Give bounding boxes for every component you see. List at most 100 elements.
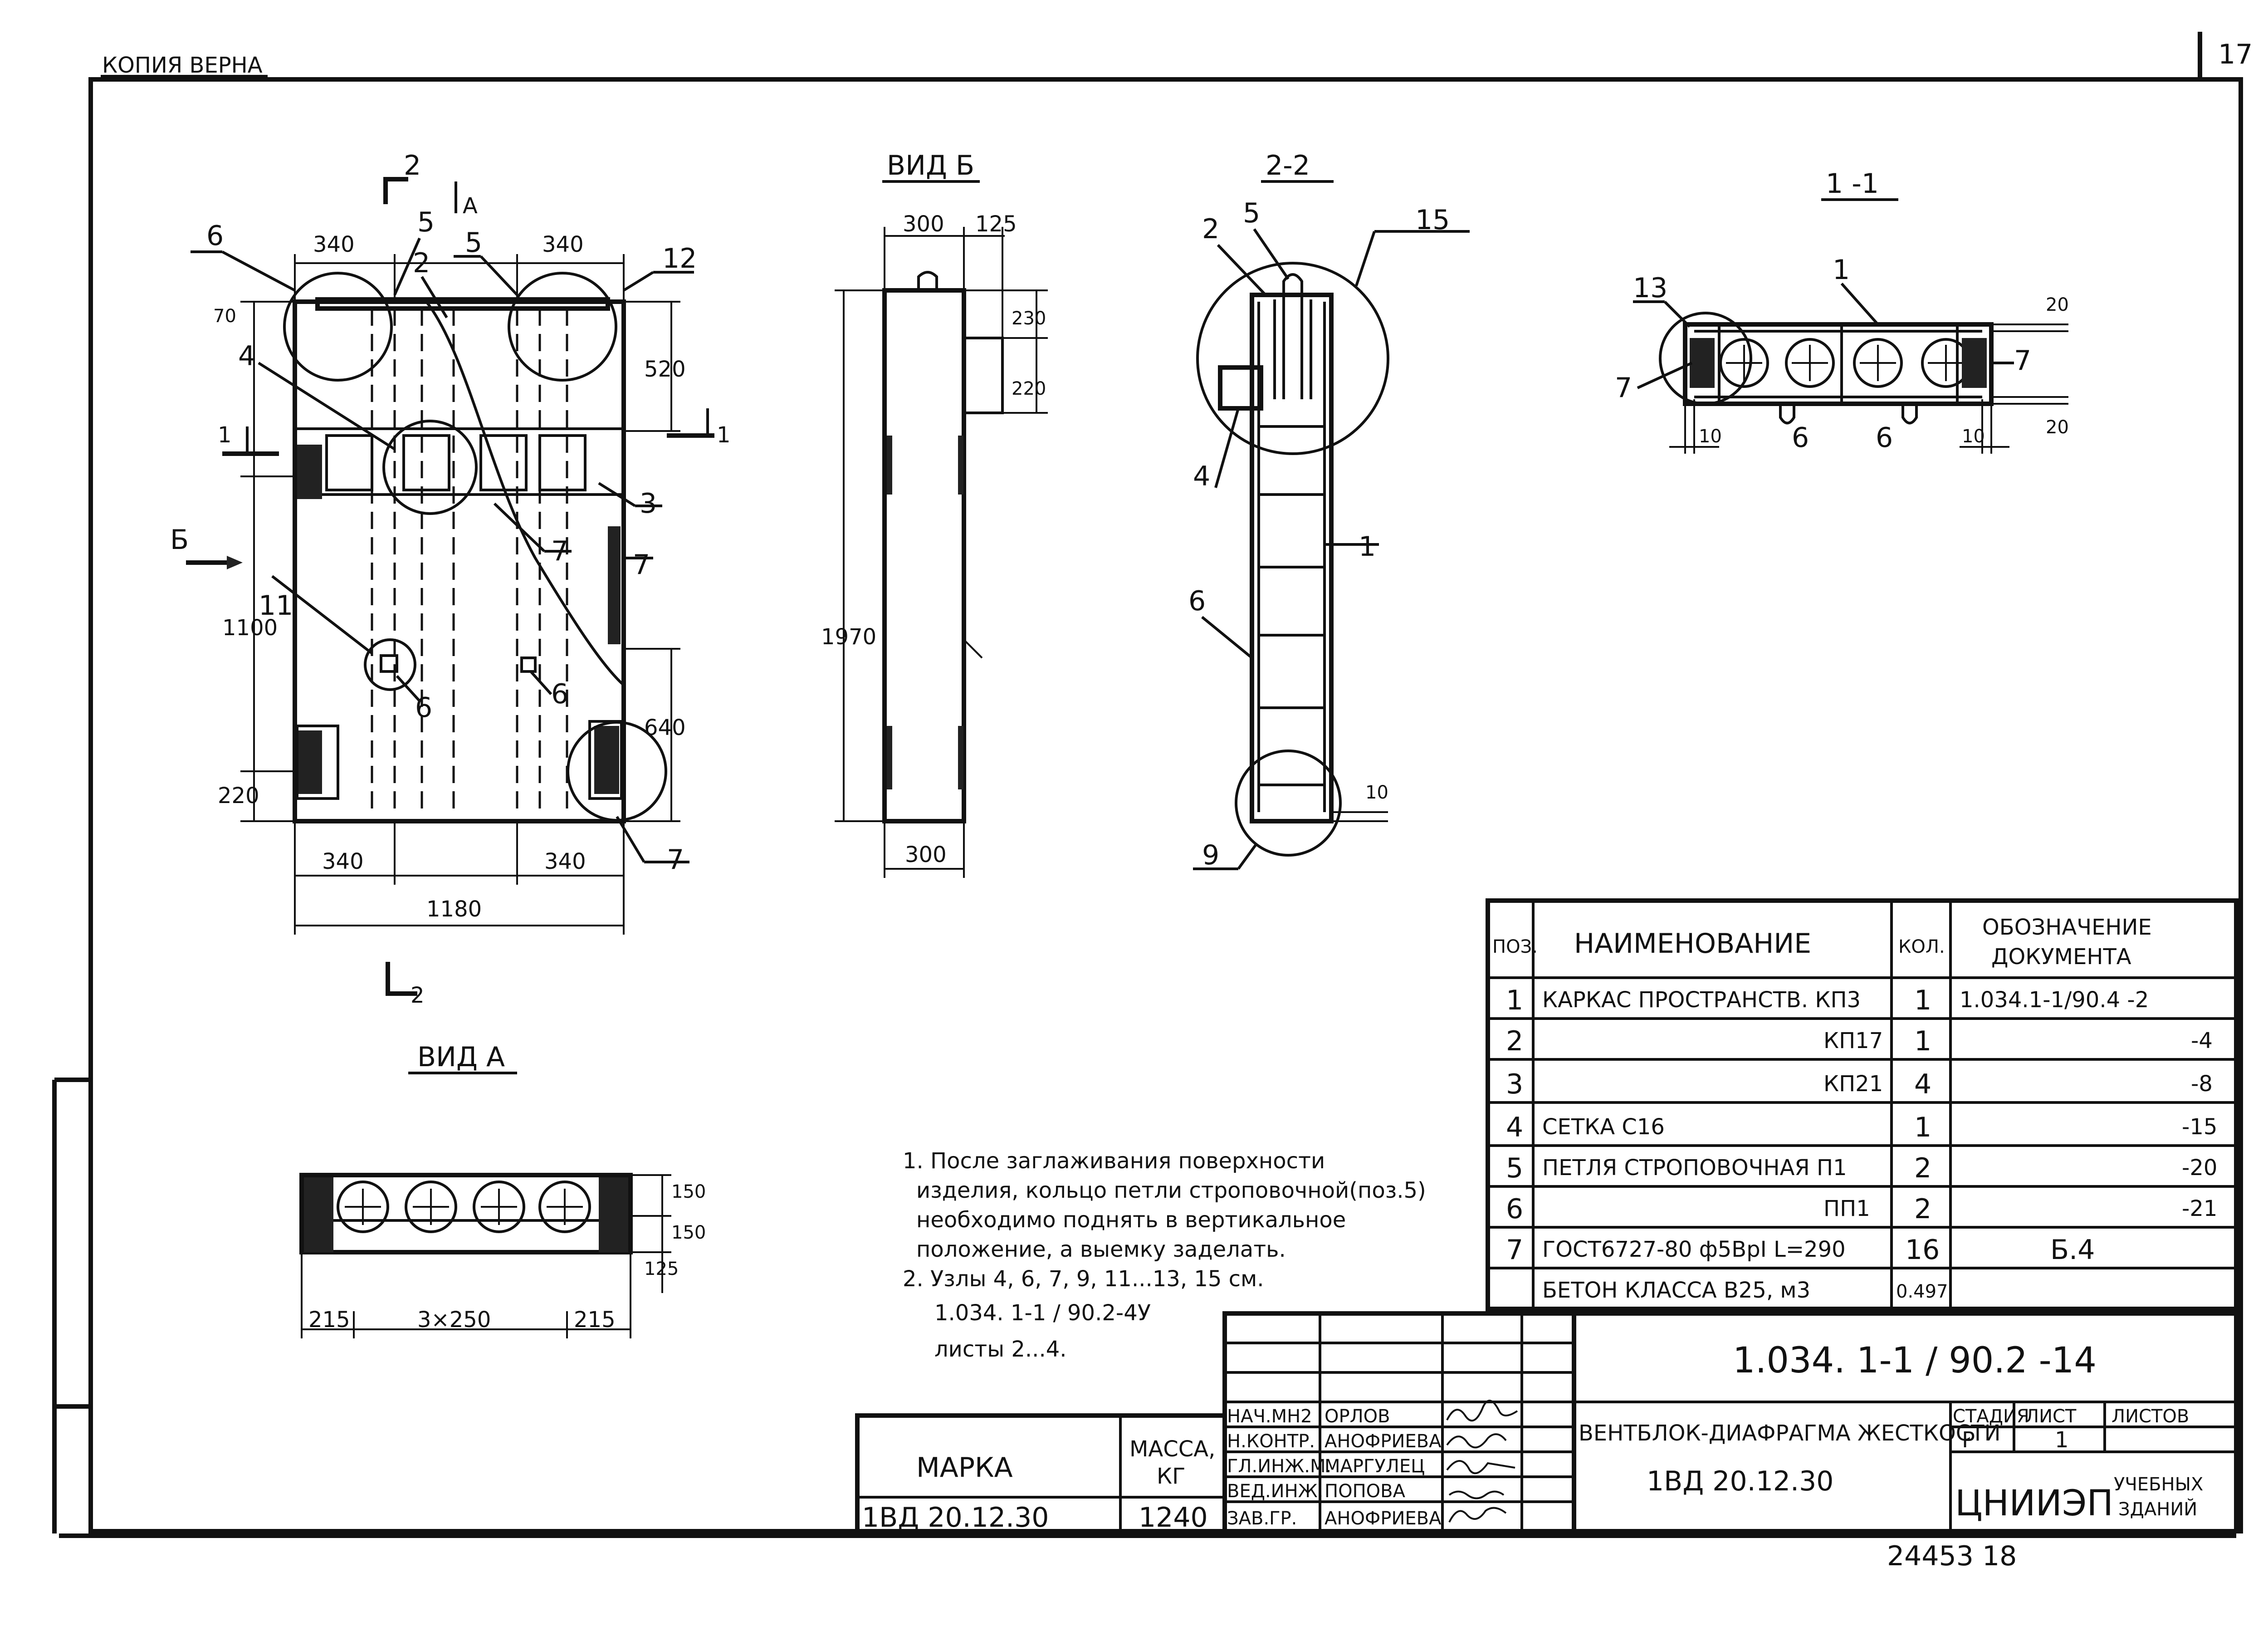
signer-1-role: НАЧ.МН2 [1227, 1406, 1312, 1427]
view-b-title: ВИД Б [887, 150, 974, 181]
product-name: 1ВД 20.12.30 [1647, 1465, 1833, 1497]
note-line-2: изделия, кольцо петли строповочной(поз.5… [916, 1178, 1426, 1203]
dim-b-300-top: 300 [903, 211, 944, 237]
mark-table: МАРКА МАССА, КГ 1ВД 20.12.30 1240 [855, 1413, 1227, 1533]
callout-5-right: 5 [465, 227, 482, 259]
callout-2: 2 [413, 247, 430, 279]
section-22-callout-6: 6 [1188, 585, 1206, 617]
spec-row-4-doc: -15 [2182, 1114, 2217, 1140]
dim-bottom-right: 340 [544, 849, 586, 874]
section-11-title: 1 -1 [1826, 168, 1879, 200]
note-line-6: 1.034. 1-1 / 90.2-4У [934, 1300, 1151, 1326]
dim-top-left: 340 [313, 232, 355, 257]
section-mark-1-left: 1 [218, 422, 232, 448]
signature-5 [1448, 1507, 1507, 1523]
signature-4 [1448, 1490, 1505, 1499]
mass-header-1: МАССА, [1129, 1436, 1215, 1462]
section-11-callout-6-left: 6 [1792, 422, 1809, 454]
view-a-dim-150-top: 150 [671, 1181, 706, 1202]
view-a-dim-215-left: 215 [308, 1307, 350, 1333]
view-a-dim-215-right: 215 [574, 1307, 616, 1333]
view-a-dim-125: 125 [644, 1259, 679, 1279]
dim-220: 220 [218, 783, 259, 808]
spec-row-5-doc: -20 [2182, 1155, 2217, 1181]
section-11-callout-7-left: 7 [1615, 372, 1632, 404]
section-1-1: 1 -1 1 13 7 7 6 6 20 20 [1615, 168, 2069, 454]
signer-3-role: ГЛ.ИНЖ.М. [1227, 1456, 1331, 1477]
spec-row-5-pos: 5 [1506, 1152, 1523, 1184]
spec-header-name: НАИМЕНОВАНИЕ [1574, 928, 1811, 960]
section-2-2: 2-2 2 5 15 4 1 6 9 10 [1188, 150, 1470, 871]
spec-header-doc-1: ОБОЗНАЧЕНИЕ [1982, 915, 2152, 940]
spec-row-3-name: КП21 [1823, 1071, 1883, 1097]
section-mark-1-right: 1 [717, 422, 731, 448]
callout-5-left: 5 [417, 206, 435, 238]
section-11-callout-1: 1 [1833, 254, 1850, 286]
org-sub-1: УЧЕБНЫХ [2114, 1474, 2203, 1495]
callout-6-middle: 6 [415, 692, 432, 724]
section-22-dim-10: 10 [1365, 782, 1388, 803]
note-line-5: 2. Узлы 4, 6, 7, 9, 11...13, 15 см. [903, 1266, 1264, 1292]
signature-1 [1446, 1400, 1518, 1422]
mark-value: 1ВД 20.12.30 [862, 1502, 1049, 1533]
signer-5-name: АНОФРИЕВА [1325, 1508, 1442, 1529]
doc-number: 1.034. 1-1 / 90.2 -14 [1733, 1340, 2097, 1381]
stage-value: Р [1962, 1427, 1975, 1453]
section-mark-2-bottom: 2 [411, 983, 425, 1008]
signer-4-name: ПОПОВА [1325, 1481, 1406, 1502]
page-number: 17 [2218, 39, 2253, 70]
section-11-dim-20-bottom: 20 [2046, 417, 2069, 438]
note-line-3: необходимо поднять в вертикальное [916, 1207, 1346, 1233]
section-mark-2-top: 2 [404, 150, 421, 181]
spec-row-4-pos: 4 [1506, 1112, 1523, 1143]
callout-11: 11 [259, 590, 293, 622]
mark-header: МАРКА [916, 1452, 1013, 1484]
note-line-4: положение, а выемку заделать. [916, 1237, 1286, 1262]
section-22-title: 2-2 [1266, 150, 1310, 181]
view-mark-a: А [463, 193, 478, 219]
spec-header-qty: КОЛ. [1898, 936, 1945, 957]
spec-row-5-name: ПЕТЛЯ СТРОПОВОЧНАЯ П1 [1542, 1155, 1847, 1181]
main-front-view: 340 340 70 1100 220 520 640 340 340 1180… [170, 150, 731, 1008]
spec-row-6-qty: 2 [1914, 1193, 1931, 1225]
section-11-dim-20-top: 20 [2046, 294, 2069, 315]
copy-stamp: КОПИЯ ВЕРНА [102, 53, 263, 78]
view-a-dim-150-mid: 150 [671, 1222, 706, 1243]
dim-b-125: 125 [975, 211, 1017, 237]
spec-row-1-doc: 1.034.1-1/90.4 -2 [1960, 987, 2149, 1013]
spec-row-7-doc: Б.4 [2050, 1234, 2095, 1266]
mass-header-2: КГ [1157, 1464, 1185, 1489]
view-b: ВИД Б 300 125 230 220 1970 300 [821, 150, 1048, 878]
spec-row-2-doc: -4 [2191, 1028, 2213, 1053]
dim-520: 520 [644, 357, 686, 382]
spec-row-7-name: ГОСТ6727-80 ф5ВрI L=290 [1542, 1237, 1846, 1262]
spec-row-1-pos: 1 [1506, 985, 1523, 1016]
spec-row-6-name: ПП1 [1823, 1196, 1870, 1221]
callout-6-top: 6 [206, 220, 224, 252]
spec-row-2-qty: 1 [1914, 1025, 1931, 1057]
spec-header-pos: ПОЗ. [1492, 936, 1538, 957]
signer-2-name: АНОФРИЕВА [1325, 1431, 1442, 1452]
section-22-callout-5: 5 [1243, 197, 1260, 229]
spec-row-7-pos: 7 [1506, 1234, 1523, 1266]
signature-3 [1446, 1460, 1515, 1475]
spec-row-3-doc: -8 [2191, 1071, 2213, 1097]
signer-2-role: Н.КОНТР. [1227, 1431, 1315, 1452]
callout-12: 12 [662, 243, 697, 274]
spec-row-3-pos: 3 [1506, 1068, 1523, 1100]
view-a-dim-mid: 3×250 [417, 1307, 491, 1333]
drawing-title: ВЕНТБЛОК-ДИАФРАГМА ЖЕСТКОСТИ [1579, 1421, 2000, 1446]
spec-table: ПОЗ. НАИМЕНОВАНИЕ КОЛ. ОБОЗНАЧЕНИЕ ДОКУМ… [1486, 898, 2239, 1311]
org-logo: ЦНИИЭП [1955, 1483, 2113, 1524]
section-11-callout-13: 13 [1633, 272, 1667, 304]
spec-row-8-name: БЕТОН КЛАССА В25, м3 [1542, 1278, 1810, 1303]
dim-total: 1180 [426, 897, 482, 922]
dim-b-1970: 1970 [821, 624, 876, 650]
callout-4: 4 [238, 340, 255, 372]
spec-row-1-name: КАРКАС ПРОСТРАНСТВ. КП3 [1542, 987, 1861, 1013]
sheet-label: ЛИСТ [2025, 1406, 2077, 1427]
dim-70: 70 [213, 306, 236, 327]
section-22-callout-1: 1 [1359, 531, 1376, 563]
callout-3: 3 [640, 488, 657, 519]
